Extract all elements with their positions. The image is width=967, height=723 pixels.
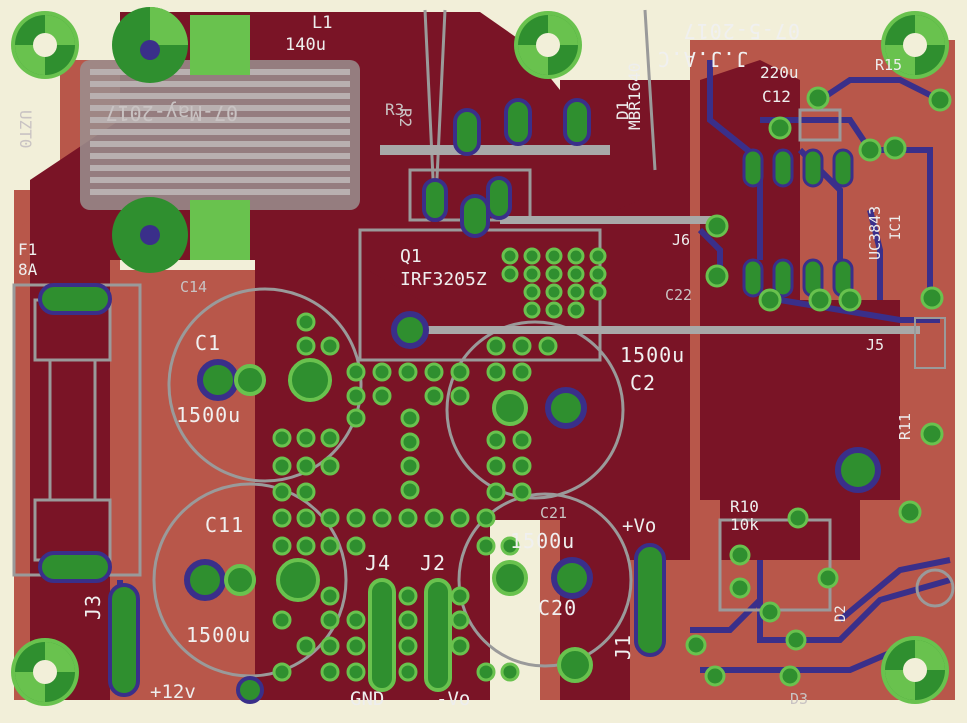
- label-c11: C11: [205, 513, 244, 537]
- label-c2: C2: [630, 371, 656, 395]
- label-plus-vo: +Vo: [622, 515, 656, 537]
- mounting-holes: [11, 11, 949, 706]
- label-c12-value: 220u: [760, 63, 799, 82]
- label-r11: R11: [896, 413, 914, 440]
- label-c22: C22: [665, 286, 692, 304]
- label-side-text: UZT0: [16, 110, 35, 149]
- label-c20-value: 1500u: [510, 529, 575, 553]
- label-plus-12v: +12v: [150, 681, 196, 703]
- label-r3: R3: [385, 100, 404, 119]
- bottom-right-outline: [915, 568, 955, 608]
- label-j3: J3: [81, 594, 105, 620]
- silk-labels: L1 140u F1 8A C1 1500u 1500u C2 C11 1500…: [16, 13, 914, 710]
- ic-area-pads: [685, 86, 952, 687]
- label-ic1: IC1: [888, 215, 904, 240]
- label-l1-value: 140u: [285, 35, 326, 55]
- label-q1-value: IRF3205Z: [400, 269, 487, 290]
- label-d1: D1: [613, 101, 632, 120]
- connector-pads: [38, 98, 666, 697]
- label-c12: C12: [762, 87, 791, 106]
- label-d2: D2: [833, 605, 849, 622]
- label-uc3843: UC3843: [866, 206, 884, 260]
- label-date-top: 07-5-2017: [683, 19, 800, 43]
- inductor-pads: [112, 7, 250, 273]
- label-j4: J4: [365, 551, 391, 575]
- label-j2: J2: [420, 551, 446, 575]
- label-j6: J6: [672, 231, 690, 249]
- label-c1: C1: [195, 331, 221, 355]
- label-j5: J5: [866, 336, 884, 354]
- label-r2: R2: [396, 108, 415, 127]
- label-r10: R10: [730, 497, 759, 516]
- label-d1-value: MBR1640: [625, 63, 644, 130]
- label-c20: C20: [538, 596, 577, 620]
- label-r10-value: 10k: [730, 515, 759, 534]
- label-l1: L1: [312, 13, 332, 33]
- label-gnd: GND: [350, 688, 384, 710]
- capacitor-pads: [184, 311, 881, 704]
- label-date-mirror: 07-May-2017: [106, 101, 238, 125]
- label-c14: C14: [180, 278, 207, 296]
- label-f1-value: 8A: [18, 260, 38, 279]
- via-array: [272, 247, 607, 682]
- j5-outline: [914, 317, 946, 369]
- label-c21: C21: [540, 504, 567, 522]
- label-c11-value: 1500u: [186, 623, 251, 647]
- label-c1-value: 1500u: [176, 403, 241, 427]
- label-minus-vo: -Vo: [436, 688, 470, 710]
- label-c2-value: 1500u: [620, 343, 685, 367]
- label-r15: R15: [875, 56, 902, 74]
- label-initials-top: J.J.A.C: [657, 47, 748, 71]
- label-d3: D3: [790, 690, 808, 708]
- label-f1: F1: [18, 240, 37, 259]
- label-j1: J1: [611, 634, 635, 660]
- label-q1: Q1: [400, 246, 422, 267]
